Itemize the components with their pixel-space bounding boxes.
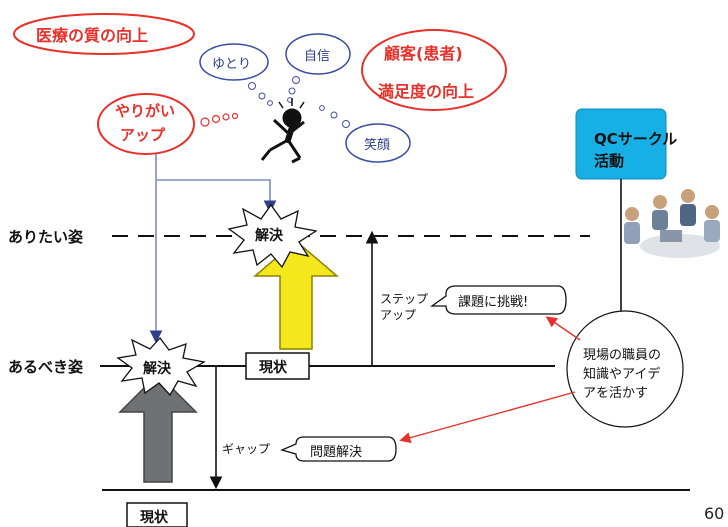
thought-yutori-label: ゆとり (212, 57, 252, 72)
quality-bubble (13, 13, 195, 55)
thought-bubble-egao (345, 123, 411, 163)
red-arrow-to-challenge (545, 316, 581, 341)
team-meeting-icon (624, 189, 720, 258)
upper-solution-label: 解決 (255, 228, 283, 244)
ideal-level-label: ありたい姿 (8, 228, 84, 246)
quality-label: 医療の質の向上 (36, 26, 149, 45)
staff-label-line2: 知識やアイデ (583, 367, 661, 382)
satisfaction-bubble (361, 29, 507, 111)
satisfaction-label-line1: 顧客(患者) (384, 44, 463, 63)
lower-solution-label: 解決 (143, 361, 171, 377)
problem-solving-bubble (280, 436, 397, 462)
motivation-bubble (97, 93, 195, 155)
step-up-label-line1: ステップ (380, 292, 429, 306)
problem-solving-label: 問題解決 (310, 445, 363, 460)
upper-status-label: 現状 (259, 360, 287, 376)
red-arrow-to-problem (399, 391, 576, 444)
upper-status-box (245, 352, 310, 380)
page-number: 60 (704, 504, 725, 523)
satisfaction-label-line2: 満足度の向上 (378, 82, 475, 101)
qc-label-line2: 活動 (594, 152, 625, 170)
challenge-bubble (429, 285, 567, 315)
lower-status-box (126, 502, 188, 527)
gray-up-arrow (118, 372, 198, 483)
motivation-label-line1: やりがい (115, 102, 176, 120)
should-level-label: あるべき姿 (8, 358, 84, 376)
staff-label-line1: 現場の職員の (583, 348, 662, 363)
gap-label: ギャップ (222, 442, 271, 456)
lower-solution-burst (116, 336, 206, 397)
lower-status-label: 現状 (140, 510, 168, 526)
staff-label-line3: アを活かす (583, 386, 649, 401)
thought-jishin-label: 自信 (304, 49, 331, 64)
stressed-person-icon (260, 98, 305, 164)
thought-bubble-jishin (285, 33, 351, 75)
qc-label-line1: QCサークル (594, 130, 678, 148)
motivation-connectors (149, 154, 277, 344)
thought-egao-label: 笑顔 (364, 138, 391, 153)
yellow-up-arrow (252, 240, 340, 350)
step-up-label-line2: アップ (380, 308, 417, 322)
staff-knowledge-circle (566, 310, 684, 428)
motivation-label-line2: アップ (120, 126, 166, 144)
thought-bubble-yutori (199, 43, 269, 81)
challenge-label: 課題に挑戦! (458, 295, 529, 310)
upper-solution-burst (227, 203, 318, 269)
